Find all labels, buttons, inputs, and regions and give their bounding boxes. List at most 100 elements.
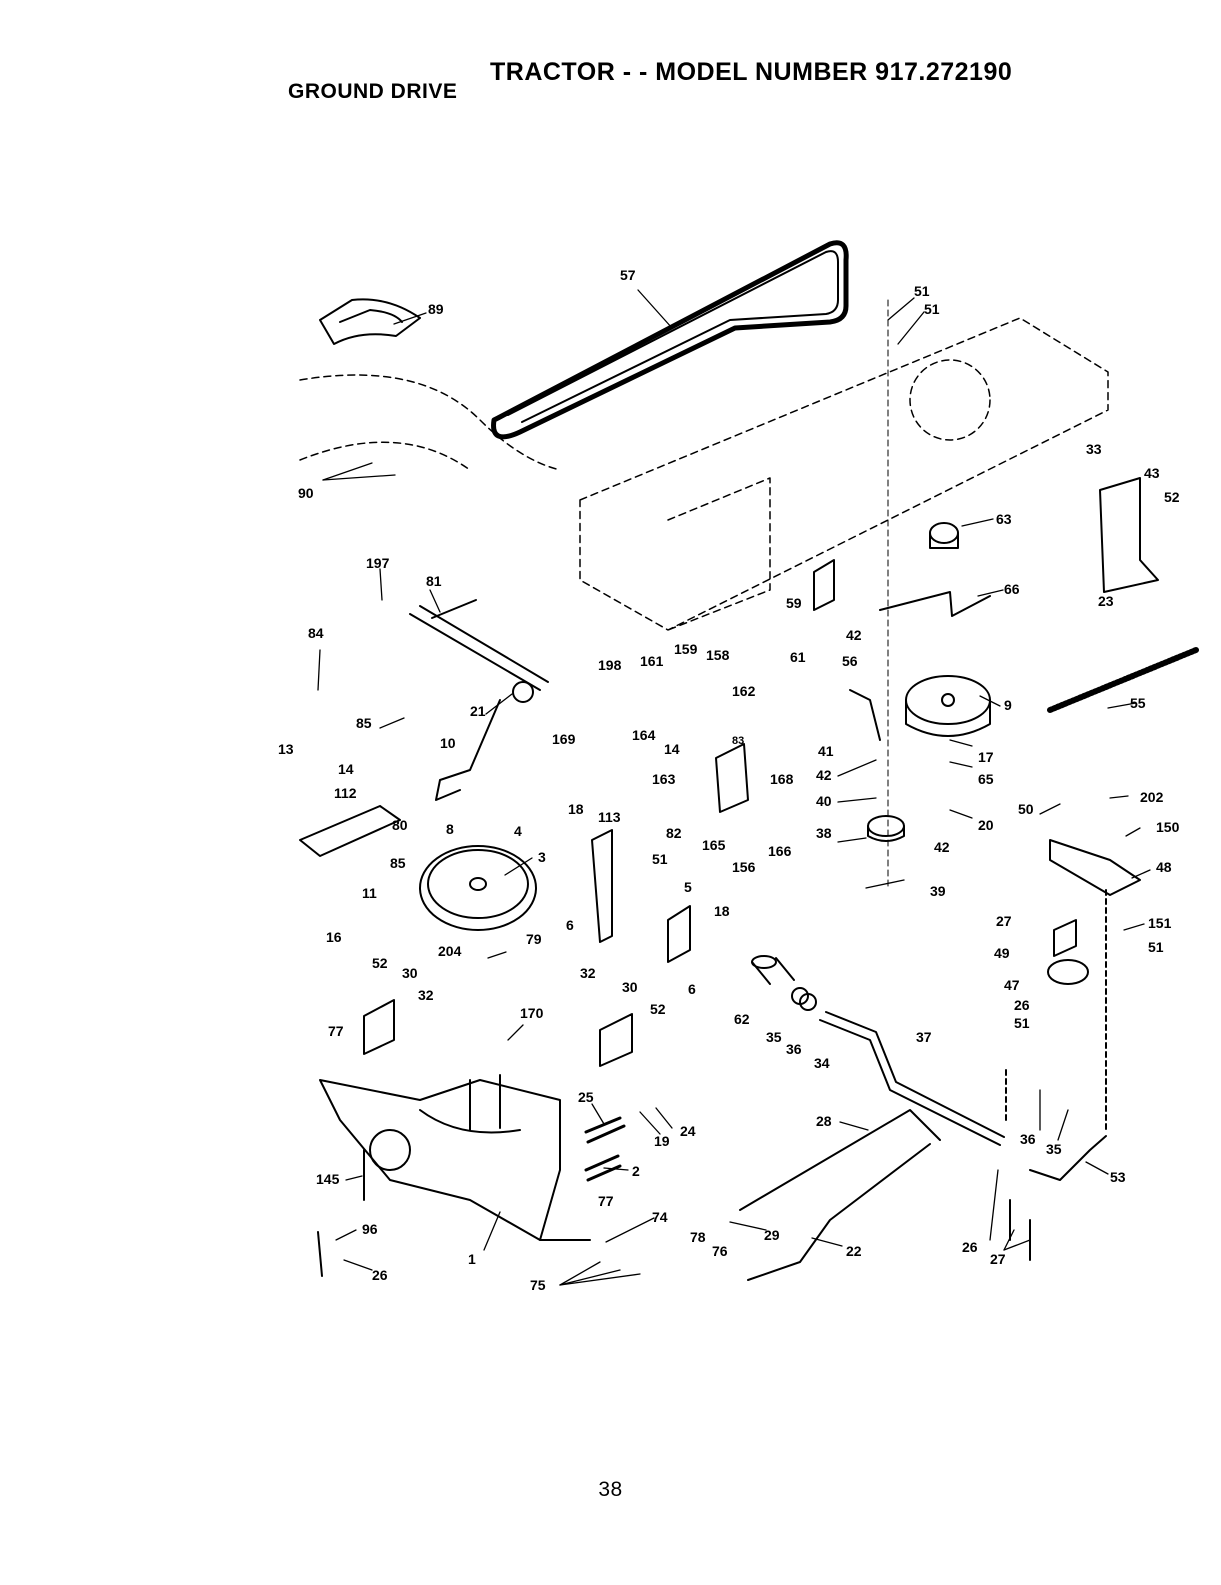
callout-10: 10 [440, 735, 456, 751]
callout-79: 79 [526, 931, 542, 947]
callout-33: 33 [1086, 441, 1102, 457]
callout-50: 50 [1018, 801, 1034, 817]
callout-51: 51 [924, 301, 940, 317]
callout-150: 150 [1156, 819, 1180, 835]
callout-6: 6 [688, 981, 696, 997]
callout-74: 74 [652, 1209, 668, 1225]
callout-30: 30 [402, 965, 418, 981]
transaxle [319, 1074, 591, 1241]
callout-17: 17 [978, 749, 994, 765]
callout-77: 77 [598, 1193, 614, 1209]
callout-85: 85 [356, 715, 372, 731]
callout-156: 156 [732, 859, 756, 875]
callout-80: 80 [392, 817, 408, 833]
callout-18: 18 [714, 903, 730, 919]
callout-57: 57 [620, 267, 636, 283]
callout-197: 197 [366, 555, 390, 571]
callout-2: 2 [632, 1163, 640, 1179]
callout-22: 22 [846, 1243, 862, 1259]
callout-202: 202 [1140, 789, 1164, 805]
callout-13: 13 [278, 741, 294, 757]
callout-19: 19 [654, 1133, 670, 1149]
callout-77: 77 [328, 1023, 344, 1039]
idler-bracket [1047, 839, 1141, 985]
callout-170: 170 [520, 1005, 544, 1021]
callout-204: 204 [438, 943, 462, 959]
fender-part [319, 298, 421, 345]
callout-169: 169 [552, 731, 576, 747]
callout-55: 55 [1130, 695, 1146, 711]
callout-47: 47 [1004, 977, 1020, 993]
callout-151: 151 [1148, 915, 1172, 931]
callout-32: 32 [580, 965, 596, 981]
callout-6: 6 [566, 917, 574, 933]
callout-52: 52 [650, 1001, 666, 1017]
callout-56: 56 [842, 653, 858, 669]
callout-52: 52 [1164, 489, 1180, 505]
callout-5: 5 [684, 879, 692, 895]
callout-51: 51 [652, 851, 668, 867]
callout-78: 78 [690, 1229, 706, 1245]
linkage-rods [739, 889, 1107, 1281]
callout-82: 82 [666, 825, 682, 841]
callout-113: 113 [598, 809, 621, 825]
callout-26: 26 [1014, 997, 1030, 1013]
callout-66: 66 [1004, 581, 1020, 597]
callout-43: 43 [1144, 465, 1160, 481]
callout-21: 21 [470, 703, 486, 719]
callout-16: 16 [326, 929, 342, 945]
callout-4: 4 [514, 823, 522, 839]
callout-9: 9 [1004, 697, 1012, 713]
callout-49: 49 [994, 945, 1010, 961]
callout-28: 28 [816, 1113, 832, 1129]
callout-24: 24 [680, 1123, 696, 1139]
callout-41: 41 [818, 743, 834, 759]
callout-90: 90 [298, 485, 314, 501]
page-title: TRACTOR - - MODEL NUMBER 917.272190 [490, 58, 1013, 86]
callout-36: 36 [1020, 1131, 1036, 1147]
callout-35: 35 [766, 1029, 782, 1045]
callout-63: 63 [996, 511, 1012, 527]
pto-clutch [905, 675, 991, 737]
callout-163: 163 [652, 771, 676, 787]
callout-198: 198 [598, 657, 622, 673]
spring [1047, 647, 1199, 713]
callout-11: 11 [362, 885, 377, 901]
callout-27: 27 [996, 913, 1012, 929]
callout-48: 48 [1156, 859, 1172, 875]
callout-51: 51 [1014, 1015, 1030, 1031]
callout-40: 40 [816, 793, 832, 809]
callout-42: 42 [934, 839, 950, 855]
callout-62: 62 [734, 1011, 750, 1027]
callout-26: 26 [372, 1267, 388, 1283]
callout-51: 51 [1148, 939, 1164, 955]
callout-76: 76 [712, 1243, 728, 1259]
callout-75: 75 [530, 1277, 546, 1293]
transmission-pulley [419, 845, 537, 931]
callout-85: 85 [390, 855, 406, 871]
page-number: 38 [598, 1478, 623, 1501]
callout-35: 35 [1046, 1141, 1062, 1157]
callout-42: 42 [816, 767, 832, 783]
callout-26: 26 [962, 1239, 978, 1255]
callout-51: 51 [914, 283, 930, 299]
callout-34: 34 [814, 1055, 830, 1071]
callout-158: 158 [706, 647, 730, 663]
callout-39: 39 [930, 883, 946, 899]
callout-164: 164 [632, 727, 656, 743]
callout-36: 36 [786, 1041, 802, 1057]
hardware-parts [317, 522, 1031, 1277]
callout-161: 161 [640, 653, 664, 669]
callout-20: 20 [978, 817, 994, 833]
drive-belt [491, 240, 849, 440]
callout-166: 166 [768, 843, 792, 859]
shift-rod [409, 599, 549, 691]
callout-27: 27 [990, 1251, 1006, 1267]
callout-96: 96 [362, 1221, 378, 1237]
callout-1: 1 [468, 1251, 476, 1267]
callout-30: 30 [622, 979, 638, 995]
callout-159: 159 [674, 641, 698, 657]
callout-162: 162 [732, 683, 756, 699]
callout-89: 89 [428, 301, 444, 317]
